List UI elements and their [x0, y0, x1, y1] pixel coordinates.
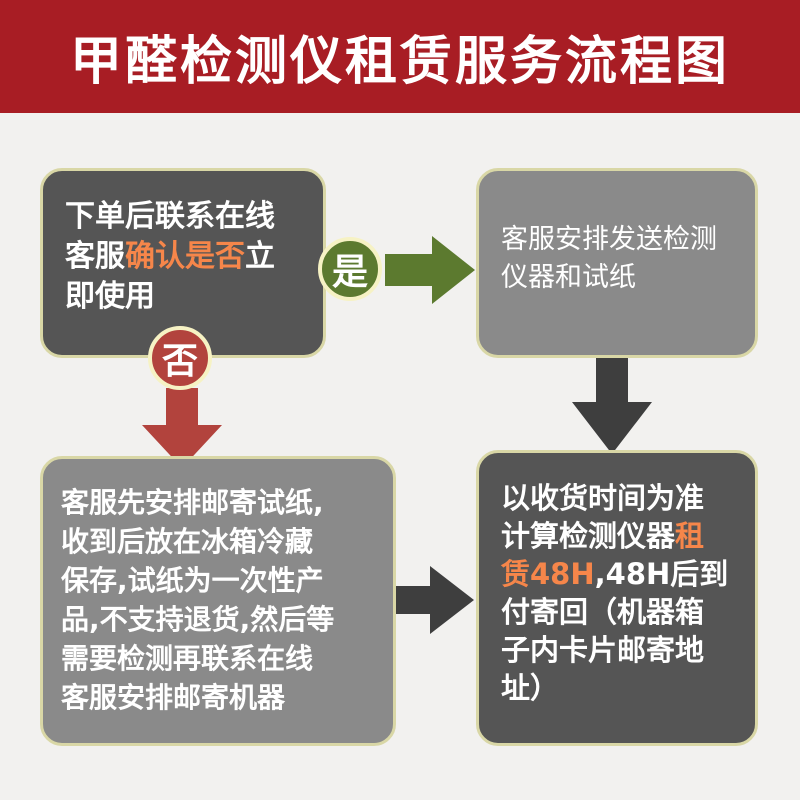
text-segment: 址）: [501, 671, 560, 705]
yes-badge: 是: [318, 237, 382, 301]
text-line: 收到后放在冰箱冷藏: [61, 522, 383, 561]
text-segment: 以收货时间为准: [501, 481, 705, 515]
text-segment: 即使用: [65, 279, 155, 314]
arrow-right-to-return: [392, 566, 474, 634]
text-segment: 需要检测再联系在线: [61, 642, 314, 675]
text-line: 客服安排发送检测: [501, 221, 743, 259]
text-segment: 保存,试纸为一次性产: [61, 564, 324, 597]
text-segment: 客服: [65, 239, 125, 274]
text-line: 下单后联系在线: [65, 197, 307, 237]
step-ship-device-box: 客服安排发送检测仪器和试纸: [476, 168, 758, 358]
text-line: 保存,试纸为一次性产: [61, 561, 383, 600]
text-segment: 客服安排发送检测: [501, 224, 717, 255]
text-segment: 收到后放在冰箱冷藏: [61, 525, 314, 558]
arrow-down-to-return: [572, 344, 652, 454]
text-line: 品,不支持退货,然后等: [61, 600, 383, 639]
text-line: 客服先安排邮寄试纸,: [61, 483, 383, 522]
highlight-text: 确认是否: [125, 239, 245, 274]
no-badge: 否: [148, 326, 212, 390]
text-segment: 下单后联系在线: [65, 199, 275, 234]
highlight-text: 赁48H: [501, 557, 595, 591]
text-segment: ,48H后到: [594, 557, 729, 591]
highlight-text: 租: [675, 519, 705, 553]
text-segment: 付寄回（机器箱: [501, 595, 705, 629]
header-banner: 甲醛检测仪租赁服务流程图: [0, 0, 800, 113]
text-line: 仪器和试纸: [501, 259, 743, 297]
text-line: 计算检测仪器租: [501, 517, 745, 555]
arrow-yes: [385, 236, 475, 304]
text-line: 即使用: [65, 277, 307, 317]
arrow-no: [142, 388, 222, 468]
step-ship-text: 客服安排发送检测仪器和试纸: [501, 221, 743, 297]
text-segment: 客服安排邮寄机器: [61, 681, 286, 714]
text-segment: 立: [245, 239, 275, 274]
text-line: 以收货时间为准: [501, 479, 745, 517]
step-return-box: 以收货时间为准计算检测仪器租赁48H,48H后到付寄回（机器箱子内卡片邮寄地址）: [476, 450, 758, 746]
yes-badge-label: 是: [331, 252, 368, 293]
text-line: 需要检测再联系在线: [61, 639, 383, 678]
step-mail-paper-box: 客服先安排邮寄试纸, 收到后放在冰箱冷藏保存,试纸为一次性产品,不支持退货,然后等…: [40, 456, 396, 746]
text-segment: 计算检测仪器: [501, 519, 676, 553]
page-title: 甲醛检测仪租赁服务流程图: [69, 32, 730, 92]
no-badge-label: 否: [161, 341, 198, 382]
text-segment: 仪器和试纸: [501, 262, 636, 293]
text-line: 赁48H,48H后到: [501, 555, 745, 593]
step-order-text: 下单后联系在线客服确认是否立即使用: [65, 197, 307, 317]
step-return-text: 以收货时间为准计算检测仪器租赁48H,48H后到付寄回（机器箱子内卡片邮寄地址）: [501, 479, 745, 707]
text-line: 付寄回（机器箱: [501, 593, 745, 631]
text-line: 客服安排邮寄机器: [61, 678, 383, 717]
text-segment: 品,不支持退货,然后等: [61, 603, 335, 636]
step-mail-paper-text: 客服先安排邮寄试纸, 收到后放在冰箱冷藏保存,试纸为一次性产品,不支持退货,然后等…: [61, 483, 383, 717]
text-segment: 子内卡片邮寄地: [501, 633, 705, 667]
text-line: 址）: [501, 669, 745, 707]
text-line: 客服确认是否立: [65, 237, 307, 277]
text-segment: 客服先安排邮寄试纸,: [61, 486, 324, 519]
text-line: 子内卡片邮寄地: [501, 631, 745, 669]
